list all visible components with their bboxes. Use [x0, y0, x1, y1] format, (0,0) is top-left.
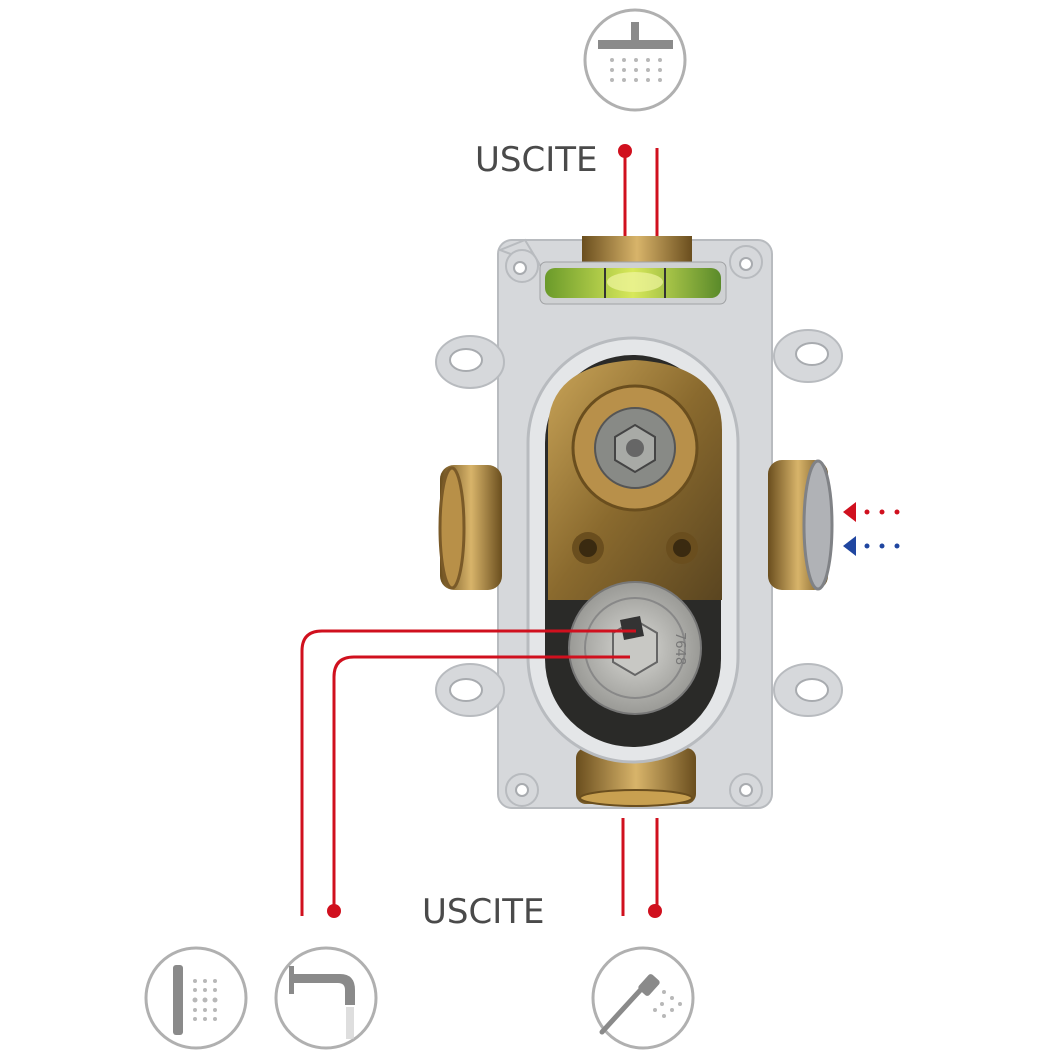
overhead-shower-icon — [583, 8, 687, 112]
left-inlet — [438, 465, 502, 590]
cold-water-inlet-arrow — [843, 536, 900, 556]
right-inlet — [768, 459, 834, 591]
bath-spout-icon — [274, 946, 378, 1050]
top-outlet — [582, 236, 692, 266]
outputs-label-bottom: USCITE — [422, 892, 545, 932]
cartridge-code: 7648 — [672, 632, 687, 665]
hot-water-inlet-arrow — [843, 502, 900, 522]
outputs-label-top: USCITE — [475, 140, 598, 180]
body-jet-shower-icon — [144, 946, 248, 1050]
hand-shower-icon — [591, 946, 695, 1050]
outlet-lines-top — [623, 148, 659, 236]
spirit-level — [539, 261, 727, 305]
outlet-lines-bottom — [300, 629, 659, 916]
bottom-outlet — [576, 748, 696, 807]
diverter-cartridge — [568, 581, 702, 715]
